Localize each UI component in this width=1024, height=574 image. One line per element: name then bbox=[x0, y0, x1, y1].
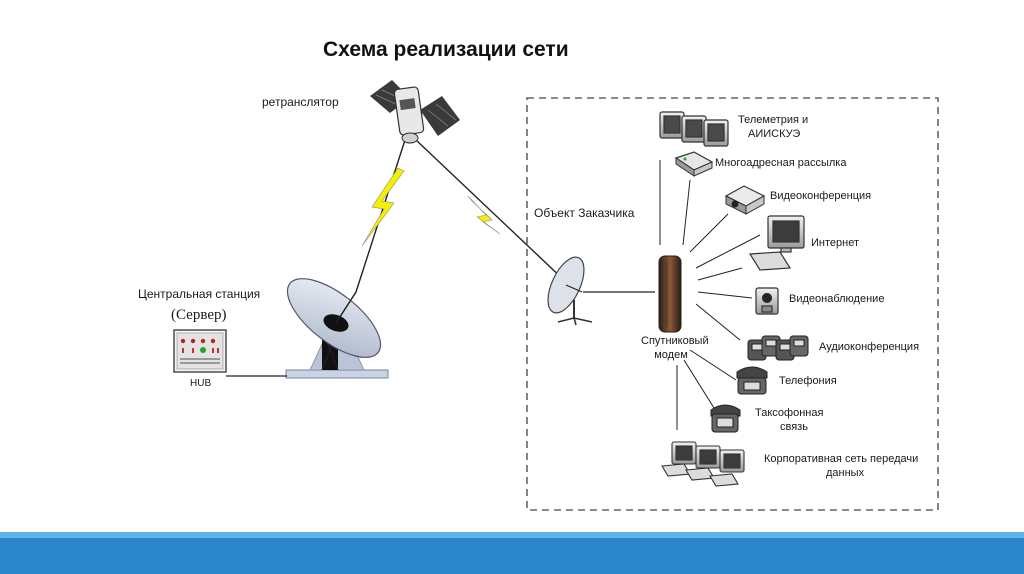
service-label-audioconference: Аудиоконференция bbox=[819, 341, 920, 353]
lightning-beam-left bbox=[355, 139, 406, 293]
internet-computer-icon bbox=[748, 215, 805, 271]
customer-object-label: Объект Заказчика bbox=[534, 206, 635, 220]
service-label-videoconference: Видеоконференция bbox=[770, 190, 872, 202]
payphone-icon bbox=[710, 404, 741, 433]
customer-area-border bbox=[526, 97, 939, 511]
telephone-icon bbox=[736, 366, 768, 395]
footer-bar bbox=[0, 538, 1024, 574]
service-label-corporate-line1: Корпоративная сеть передачи bbox=[764, 453, 919, 465]
service-label-telemetry-line1: Телеметрия и bbox=[738, 114, 809, 126]
modem-connector-lines bbox=[659, 160, 761, 430]
server-label: (Сервер) bbox=[171, 307, 227, 323]
hub-label: HUB bbox=[190, 378, 212, 389]
audio-conference-phones-icon bbox=[747, 335, 809, 361]
service-label-telemetry-line2: АИИСКУЭ bbox=[748, 128, 801, 140]
relay-label: ретранслятор bbox=[262, 95, 339, 109]
satellite-modem-icon bbox=[658, 255, 682, 333]
modem-label-line1: Спутниковый bbox=[641, 335, 709, 347]
surveillance-camera-icon bbox=[755, 287, 779, 315]
modem-label-line2: модем bbox=[654, 349, 688, 361]
service-label-payphone-line1: Таксофонная bbox=[755, 407, 824, 419]
corporate-network-computers-icon bbox=[661, 441, 745, 487]
customer-dish-icon bbox=[547, 256, 593, 326]
satellite-icon bbox=[370, 80, 460, 144]
service-label-payphone-line2: связь bbox=[780, 421, 808, 433]
service-label-telephony: Телефония bbox=[779, 375, 837, 387]
central-dish-icon bbox=[285, 278, 389, 379]
lightning-beam-right bbox=[415, 139, 567, 283]
central-station-label: Центральная станция bbox=[138, 287, 261, 301]
projector-icon bbox=[724, 185, 766, 215]
hub-rack-icon bbox=[173, 329, 227, 373]
router-icon bbox=[674, 151, 714, 177]
service-label-internet: Интернет bbox=[811, 237, 859, 249]
page-title: Схема реализации сети bbox=[323, 38, 569, 61]
footer-accent-bar bbox=[0, 532, 1024, 538]
service-label-video-surveillance: Видеонаблюдение bbox=[789, 293, 885, 305]
service-label-corporate-line2: данных bbox=[826, 467, 865, 479]
service-label-multicast: Многоадресная рассылка bbox=[715, 157, 847, 169]
telemetry-monitors-icon bbox=[659, 111, 729, 147]
